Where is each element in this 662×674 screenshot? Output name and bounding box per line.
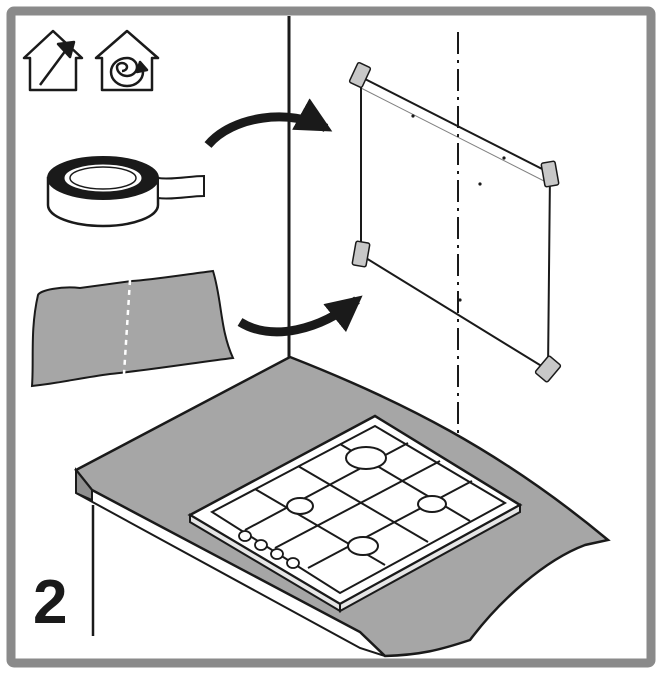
burner-front-left xyxy=(286,497,314,515)
wall-template-outline xyxy=(348,61,562,383)
house-recirculation-icon xyxy=(94,29,160,92)
burner-rear-right xyxy=(417,495,447,513)
adhesive-tape-roll xyxy=(46,156,205,228)
house-exhaust-outlet-icon xyxy=(22,29,84,92)
gas-hob xyxy=(187,414,523,613)
step-number: 2 xyxy=(33,568,68,637)
tape-piece-bottom-left xyxy=(351,240,371,268)
arrow-tape-to-wall xyxy=(204,98,333,149)
burner-front-right xyxy=(347,536,379,556)
knob-2 xyxy=(254,539,268,551)
knob-3 xyxy=(270,548,284,560)
knob-4 xyxy=(286,557,300,569)
paper-template-sheet xyxy=(30,269,235,388)
burner-rear-left xyxy=(345,446,387,470)
knob-1 xyxy=(238,530,252,542)
tape-piece-top-right xyxy=(540,160,560,188)
arrow-sheet-to-wall xyxy=(237,295,363,337)
tape-piece-bottom-right xyxy=(534,355,562,383)
burners xyxy=(286,446,447,556)
control-knobs xyxy=(238,530,300,569)
tape-piece-top-left xyxy=(348,61,372,89)
